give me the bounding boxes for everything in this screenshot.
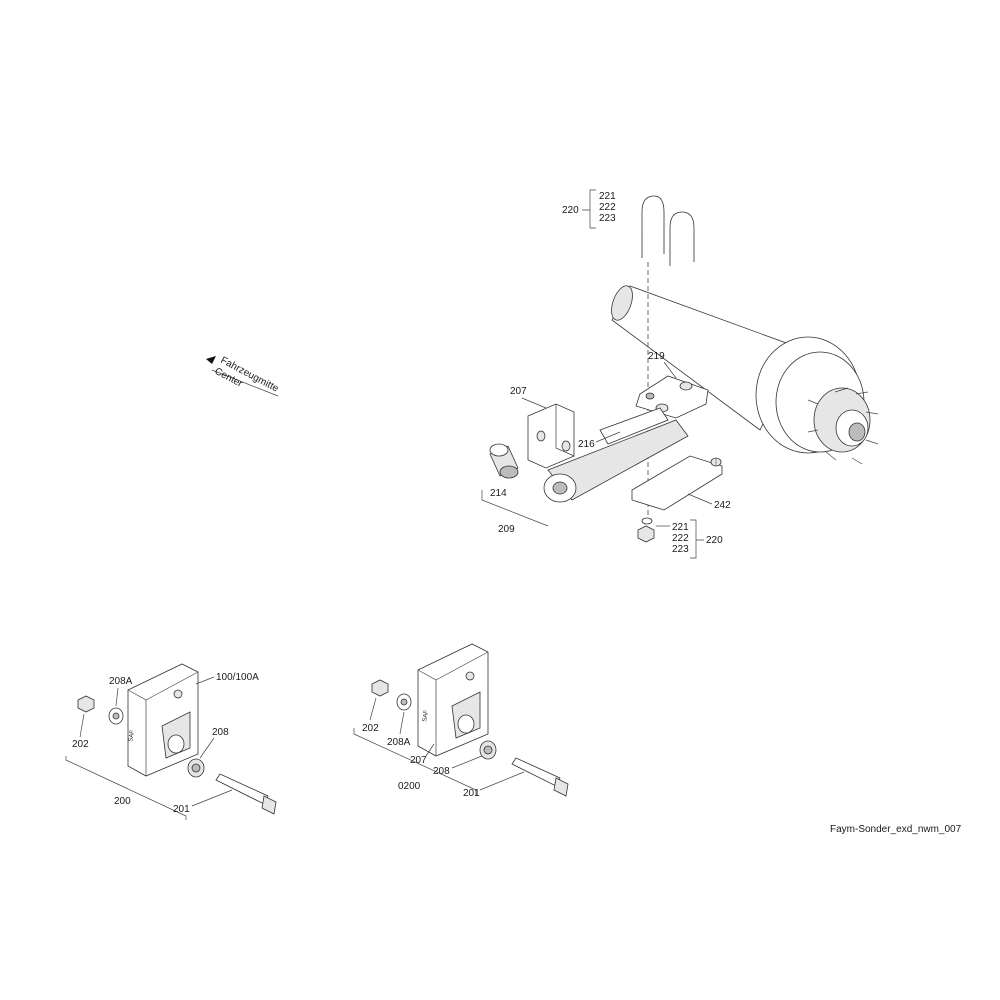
callout-208A-left: 208A — [109, 676, 133, 687]
bolt-201-right — [511, 757, 561, 787]
u-bolt-nut-set — [637, 517, 655, 543]
spring-hanger-top — [527, 403, 575, 469]
callout-208-right: 208 — [433, 766, 450, 777]
callout-0200: 0200 — [398, 781, 421, 792]
callout-209: 209 — [498, 524, 515, 535]
u-bolt-nut — [637, 525, 655, 543]
u-bolt-front — [641, 195, 665, 258]
wheel-studs — [807, 387, 879, 465]
svg-text:SAF: SAF — [128, 729, 136, 742]
hub-cap — [848, 422, 866, 442]
svg-text:SAF: SAF — [422, 709, 430, 722]
callout-242: 242 — [714, 500, 731, 511]
hanger-assembly-200: SAF 208A 100/100A 202 208 200 201 — [65, 663, 277, 820]
callout-220-top: 220 — [562, 205, 579, 216]
drawing-reference: Faym-Sonder_exd_nwm_007 — [830, 824, 962, 835]
arrow-head-icon — [206, 356, 216, 364]
arrow-shaft — [211, 369, 279, 397]
spring-base-plate — [631, 455, 723, 511]
callout-222-bot: 222 — [672, 533, 689, 544]
nut-202-left — [77, 695, 95, 713]
callout-202-right: 202 — [362, 723, 379, 734]
vehicle-center-arrow: Fahrzeugmitte Center — [206, 355, 281, 397]
callout-207-top: 207 — [510, 386, 527, 397]
hanger-assembly-0200: SAF 202 208A 207 208 0200 201 — [353, 643, 569, 799]
axle-seat — [635, 375, 709, 419]
u-bolt-washer — [641, 517, 653, 525]
bolt-201-left — [215, 773, 269, 805]
callout-221-bot: 221 — [672, 522, 689, 533]
callout-202-left: 202 — [72, 739, 89, 750]
callout-219: 219 — [648, 351, 665, 362]
callout-216: 216 — [578, 439, 595, 450]
callout-223-bot: 223 — [672, 544, 689, 555]
callout-221-top: 221 — [599, 191, 616, 202]
leaf-spring-arm — [543, 407, 689, 503]
base-plate-body — [631, 455, 723, 511]
spring-top-plate — [599, 407, 669, 445]
callouts-top: 220 221 222 223 219 207 216 214 209 242 … — [481, 189, 731, 559]
u-bolt-rear — [669, 211, 695, 266]
callout-201-right: 201 — [463, 788, 480, 799]
callout-200: 200 — [114, 796, 131, 807]
callout-214: 214 — [490, 488, 507, 499]
bushing — [489, 443, 519, 479]
spring-hanger-body — [527, 403, 575, 469]
callout-222-top: 222 — [599, 202, 616, 213]
callout-220-bot: 220 — [706, 535, 723, 546]
axle-assembly — [611, 285, 879, 465]
callout-207-right: 207 — [410, 755, 427, 766]
callout-100: 100/100A — [216, 672, 259, 683]
callout-208-left: 208 — [212, 727, 229, 738]
callout-201-left: 201 — [173, 804, 190, 815]
axle-beam-end — [611, 285, 633, 321]
callout-223-top: 223 — [599, 213, 616, 224]
callout-208A-right: 208A — [387, 737, 411, 748]
nut-202-right — [371, 679, 389, 697]
